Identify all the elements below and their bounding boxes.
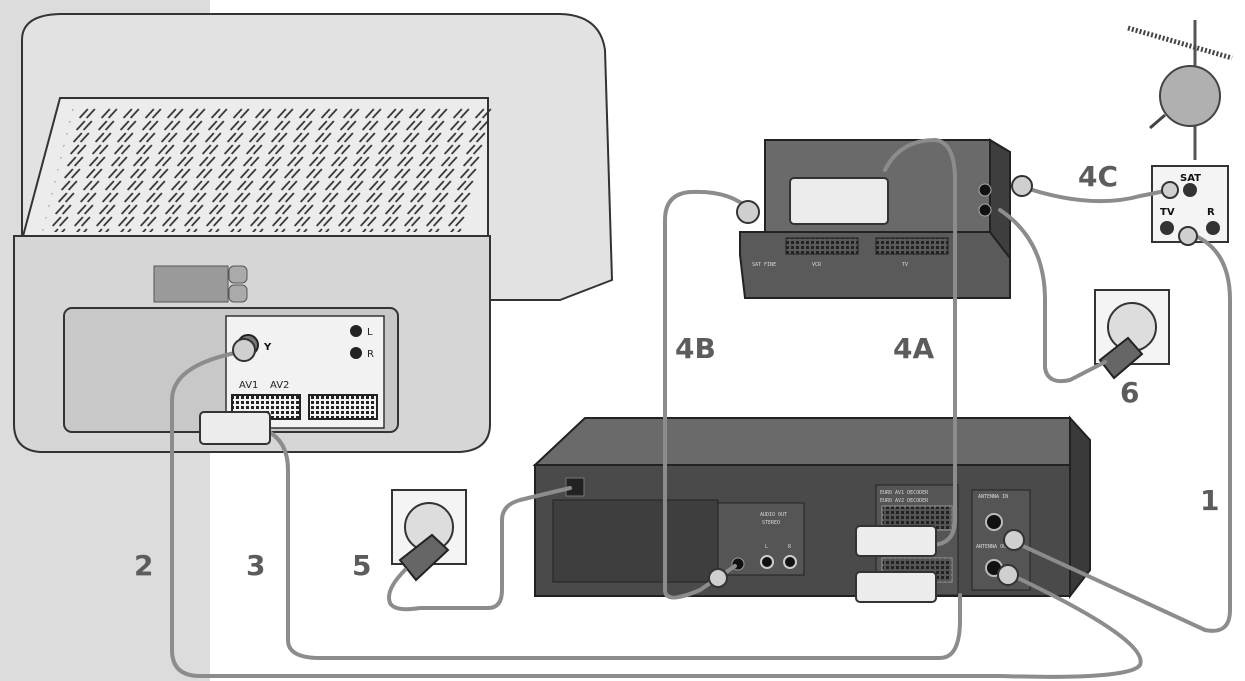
antenna-assembly — [1127, 20, 1233, 160]
cable-6 — [998, 208, 1107, 384]
step-label-4a: 4A — [893, 332, 934, 365]
cable-5 — [387, 486, 572, 612]
tv-audio-r-label: R — [367, 349, 374, 360]
receiver-base — [739, 231, 1011, 299]
scart-plug-receiver — [789, 177, 889, 225]
receiver-label-sat-fine: SAT FINE — [752, 262, 776, 268]
power-plug-6-icon — [1098, 336, 1144, 380]
power-outlet-vcr — [391, 489, 467, 582]
vcr-rear: AUDIO OUT STEREO L R EURO AV1 DECODER EU… — [532, 415, 1091, 599]
step-label-2: 2 — [134, 549, 153, 582]
vcr-audio-l-jack[interactable] — [760, 555, 774, 569]
scart-plug-vcr-av1 — [855, 525, 937, 557]
satellite-dish-icon — [1159, 65, 1221, 127]
vcr-audio-out-label: AUDIO OUT — [760, 512, 787, 518]
receiver-lnb-input[interactable] — [978, 183, 992, 197]
receiver-scart-left[interactable] — [785, 237, 859, 255]
cable-3 — [263, 428, 962, 660]
tv-audio-l-label: L — [367, 327, 373, 338]
tv-rear: Y L R AV1 AV2 — [13, 13, 614, 453]
coax-plug-wall-sat — [1161, 181, 1179, 199]
step-label-5: 5 — [352, 549, 371, 582]
coax-plug-vcr-out — [997, 564, 1019, 586]
power-plug-5-icon — [398, 533, 450, 582]
vcr-audio-r-jack[interactable] — [783, 555, 797, 569]
cable-4c — [1018, 184, 1172, 204]
tv-label-plate — [153, 265, 229, 303]
receiver-rf-output[interactable] — [978, 203, 992, 217]
vcr-scart-label-2: EURO AV2 DECODER — [880, 498, 929, 504]
tv-audio-r-jack[interactable] — [350, 347, 362, 359]
step-label-1: 1 — [1200, 484, 1219, 517]
scart-plug-tv — [199, 411, 271, 445]
tv-av2-scart[interactable] — [308, 394, 378, 420]
vcr-antenna-out-label: ANTENNA OUT — [976, 544, 1009, 550]
wall-socket-sat-port[interactable] — [1183, 183, 1197, 197]
tv-label-knob-1 — [228, 265, 248, 284]
step-label-6: 6 — [1120, 376, 1139, 409]
receiver-label-tv: TV — [902, 262, 908, 268]
coax-plug-receiver — [736, 200, 760, 224]
coax-plug-vcr-rf — [708, 568, 728, 588]
scart-plug-vcr-av2 — [855, 571, 937, 603]
vcr-audio-l-label: L — [765, 544, 768, 550]
wall-socket-sat-label: SAT — [1180, 173, 1201, 184]
wall-socket-r-label: R — [1207, 207, 1215, 218]
cable-4b — [663, 189, 752, 600]
coax-plug-receiver-lnb — [1011, 175, 1033, 197]
vcr-scart-label-1: EURO AV1 DECODER — [880, 490, 929, 496]
receiver-label-vcr: VCR — [812, 262, 822, 268]
dish-arm — [1149, 113, 1166, 130]
tv-av1-label: AV1 — [239, 380, 258, 391]
vcr-inner-panel — [552, 499, 719, 583]
coax-plug-wall-tv — [1178, 226, 1198, 246]
tv-vent-grille — [42, 108, 494, 232]
tv-audio-l-jack[interactable] — [350, 325, 362, 337]
tv-av2-label: AV2 — [270, 380, 289, 391]
receiver-scart-right[interactable] — [875, 237, 949, 255]
tv-antenna-symbol-icon: Y — [263, 342, 272, 353]
wall-socket-r-port[interactable] — [1206, 221, 1220, 235]
vcr-audio-out-sub: STEREO — [762, 520, 780, 526]
step-label-4c: 4C — [1078, 160, 1118, 193]
cable-4a — [883, 138, 957, 547]
power-outlet-receiver — [1094, 289, 1170, 380]
cable-2 — [170, 350, 1143, 679]
tv-label-knob-2 — [228, 284, 248, 303]
wall-socket-tv-port[interactable] — [1160, 221, 1174, 235]
vcr-top — [532, 417, 1071, 468]
step-label-4b: 4B — [675, 332, 716, 365]
cable-1 — [1008, 230, 1232, 633]
coax-plug-tv — [232, 338, 256, 362]
vcr-audio-r-label: R — [788, 544, 792, 550]
vcr-antenna-in-label: ANTENNA IN — [978, 494, 1008, 500]
coax-plug-vcr-in — [1003, 529, 1025, 551]
vcr-antenna-in-socket[interactable] — [985, 513, 1003, 531]
wall-socket-tv-label: TV — [1160, 207, 1175, 218]
terrestrial-antenna-icon — [1127, 25, 1233, 61]
step-label-3: 3 — [246, 549, 265, 582]
receiver-side — [989, 138, 1011, 261]
